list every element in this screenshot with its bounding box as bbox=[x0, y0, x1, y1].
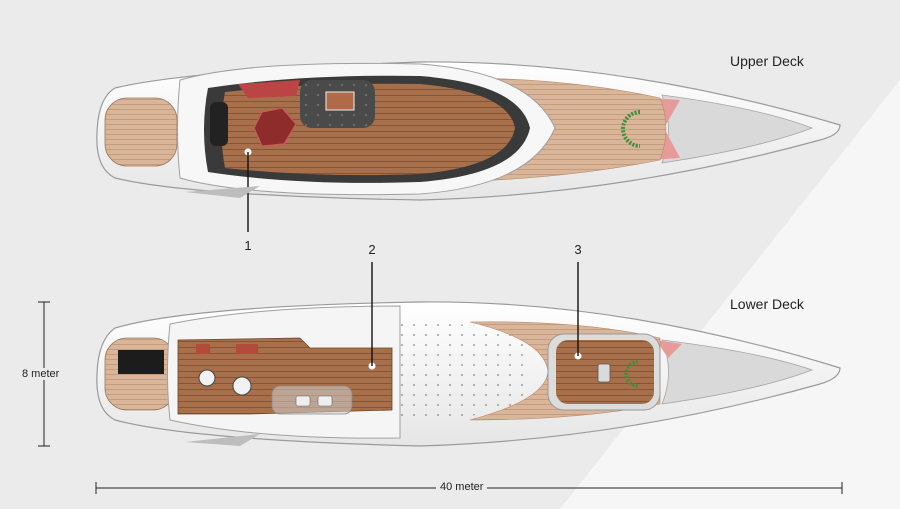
lower-forward-green-hatch bbox=[624, 360, 639, 388]
lower-deck bbox=[96, 262, 841, 447]
upper-stern-platform bbox=[104, 97, 178, 167]
callout-3-number: 3 bbox=[574, 242, 582, 257]
lower-deck-title: Lower Deck bbox=[730, 296, 804, 312]
upper-red-cushion bbox=[238, 80, 300, 98]
lower-bow-deck bbox=[661, 339, 814, 405]
upper-red-lounge bbox=[253, 107, 297, 147]
lower-round-table-1 bbox=[198, 369, 216, 387]
upper-helm-seats bbox=[325, 91, 355, 111]
callout-1-number: 1 bbox=[244, 238, 252, 253]
upper-fin bbox=[185, 186, 260, 198]
upper-deck-title: Upper Deck bbox=[730, 53, 804, 69]
lower-bow-accent bbox=[656, 340, 682, 358]
width-dimension-label: 8 meter bbox=[18, 368, 64, 380]
callout-2-number: 2 bbox=[368, 242, 376, 257]
upper-cockpit-teak bbox=[221, 83, 515, 176]
upper-aft-bench bbox=[210, 102, 228, 146]
upper-deck bbox=[96, 61, 841, 232]
lower-lounge-chair-2 bbox=[317, 395, 333, 407]
lower-red-seat-1 bbox=[196, 344, 210, 354]
lower-lounge-chair-1 bbox=[295, 395, 311, 407]
lower-round-table-2 bbox=[232, 376, 252, 396]
lower-fin bbox=[185, 434, 260, 446]
lower-forward-fixture bbox=[597, 363, 611, 383]
lower-stern-hatch bbox=[118, 350, 164, 374]
lower-red-seat-2 bbox=[236, 344, 258, 354]
upper-green-hatch bbox=[621, 110, 641, 148]
lower-glass-lounge bbox=[271, 385, 353, 415]
length-dimension-label: 40 meter bbox=[436, 481, 488, 493]
